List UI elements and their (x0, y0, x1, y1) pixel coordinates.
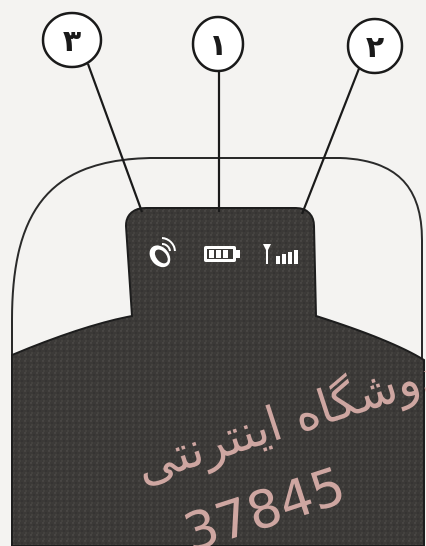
callout-3: ۳ (43, 13, 101, 67)
battery-icon (204, 246, 240, 262)
callout-2: ۲ (348, 19, 402, 73)
callout-1-label: ۱ (209, 28, 227, 63)
leader-line-3 (88, 64, 142, 212)
callout-1: ۱ (193, 17, 243, 71)
callout-3-label: ۳ (63, 24, 81, 59)
leader-line-2 (302, 66, 360, 214)
callout-2-label: ۲ (366, 30, 384, 65)
